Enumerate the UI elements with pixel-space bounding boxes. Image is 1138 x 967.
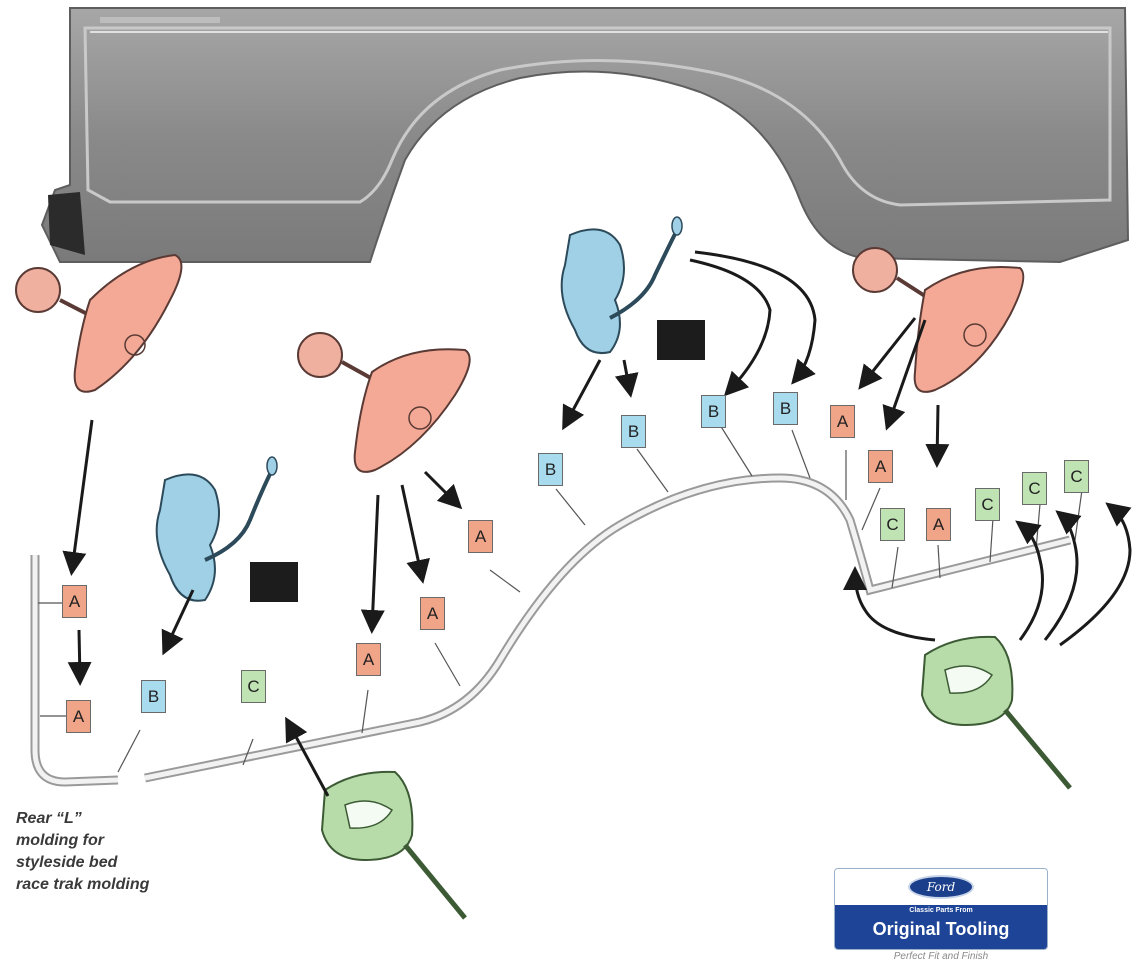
clip-a-part-3 <box>853 248 1023 392</box>
label-c-4: C <box>1022 472 1047 505</box>
ford-oval-logo: Ford <box>908 875 974 899</box>
label-a-8: A <box>926 508 951 541</box>
label-a-3: A <box>356 643 381 676</box>
clip-a-part-2 <box>298 333 470 472</box>
clip-a-part-1 <box>16 255 181 392</box>
label-b-1: B <box>141 680 166 713</box>
label-a-7: A <box>868 450 893 483</box>
label-a-1: A <box>62 585 87 618</box>
clip-b-part-2 <box>562 217 705 360</box>
badge-main-text: Original Tooling <box>835 919 1047 940</box>
label-c-1: C <box>241 670 266 703</box>
label-c-3: C <box>975 488 1000 521</box>
label-b-4: B <box>701 395 726 428</box>
clip-b-part-1 <box>157 457 298 602</box>
badge-small-text: Classic Parts From <box>835 907 1047 914</box>
label-b-3: B <box>621 415 646 448</box>
label-c-2: C <box>880 508 905 541</box>
label-c-5: C <box>1064 460 1089 493</box>
clip-c-part-1 <box>322 772 465 918</box>
badge-tagline: Perfect Fit and Finish <box>834 951 1048 962</box>
label-b-2: B <box>538 453 563 486</box>
label-a-6: A <box>830 405 855 438</box>
bed-side-panel <box>42 8 1128 262</box>
badge-top-area: Ford <box>835 869 1047 905</box>
label-a-2: A <box>66 700 91 733</box>
label-a-5: A <box>468 520 493 553</box>
clip-c-part-2 <box>922 637 1070 788</box>
label-b-5: B <box>773 392 798 425</box>
caption-text: Rear “L” molding for styleside bed race … <box>16 808 196 896</box>
label-a-4: A <box>420 597 445 630</box>
original-tooling-badge: Ford Classic Parts From Original Tooling <box>834 868 1048 950</box>
